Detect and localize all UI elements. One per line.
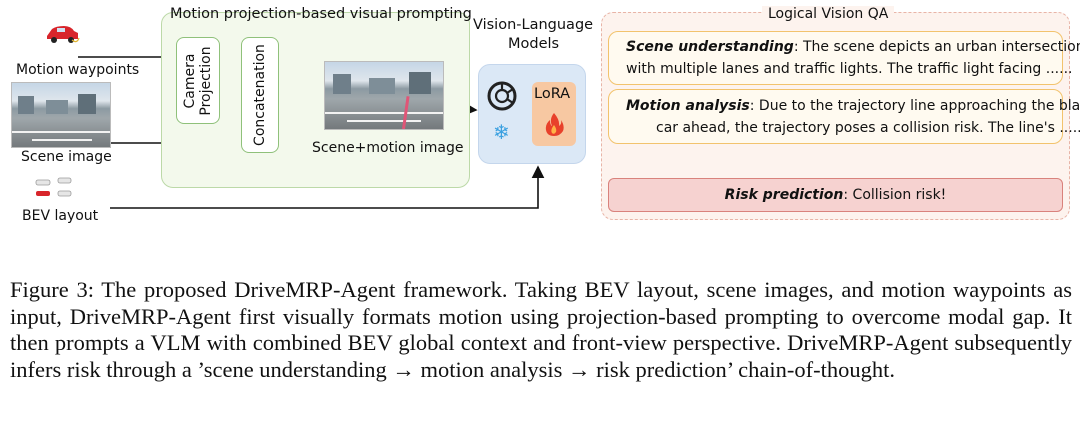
concatenation-label: Concatenation: [252, 44, 268, 146]
motion-waypoints-label: Motion waypoints: [16, 62, 140, 78]
figure-caption: Figure 3: The proposed DriveMRP-Agent fr…: [10, 277, 1072, 382]
motion-analysis-text-2: car ahead, the trajectory poses a collis…: [656, 120, 1080, 136]
openai-logo-icon: [486, 80, 518, 112]
scene-understanding-box: Scene understanding: The scene depicts a…: [608, 31, 1080, 85]
concatenation-box: Concatenation: [241, 37, 279, 153]
risk-prediction-text: : Collision risk!: [843, 187, 947, 203]
motion-analysis-title: Motion analysis: [626, 98, 750, 114]
snowflake-icon: ❄: [493, 120, 510, 144]
scene-motion-image-label: Scene+motion image: [312, 140, 464, 156]
scene-image: [11, 82, 111, 148]
vlm-title-line1: Vision-Language: [473, 17, 594, 33]
scene-understanding-title: Scene understanding: [626, 39, 794, 55]
motion-analysis-box: Motion analysis: Due to the trajectory l…: [608, 89, 1080, 144]
scene-understanding-text-2: with multiple lanes and traffic lights. …: [626, 61, 1073, 77]
risk-prediction-box: Risk prediction: Collision risk!: [608, 178, 1063, 212]
lora-label: LoRA: [534, 86, 571, 102]
lora-box: LoRA: [532, 82, 576, 146]
bev-layout-label: BEV layout: [22, 208, 99, 224]
vlm-title-line2: Models: [508, 36, 560, 52]
motion-analysis-text-1: : Due to the trajectory line approaching…: [749, 98, 1080, 114]
car-icon: [44, 20, 80, 46]
scene-image-label: Scene image: [21, 149, 112, 165]
scene-understanding-text-1: : The scene depicts an urban intersectio…: [793, 39, 1080, 55]
qa-title: Logical Vision QA: [762, 6, 895, 22]
camera-projection-box: Camera Projection: [176, 37, 220, 124]
flame-icon: [545, 113, 564, 136]
risk-prediction-title: Risk prediction: [724, 187, 844, 203]
arrow-bev-to-vlm: [110, 165, 545, 209]
motion-projection-title: Motion projection-based visual prompting: [170, 6, 472, 22]
scene-motion-image: [324, 61, 444, 130]
camera-projection-line1: Camera: [182, 53, 198, 108]
camera-projection-line2: Projection: [198, 45, 214, 116]
bev-layout-icon: [34, 176, 74, 200]
